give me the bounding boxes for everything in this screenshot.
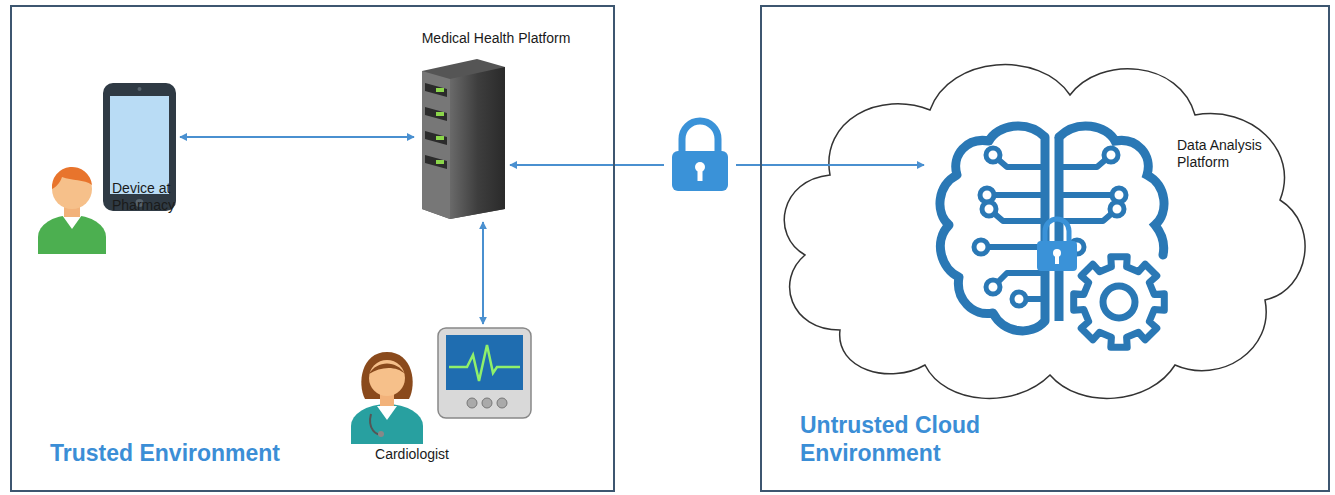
pharmacy-device-node: Device at Pharmacy	[32, 77, 212, 257]
node-label: Data Analysis Platform	[1177, 137, 1277, 171]
untrusted-region: Untrusted Cloud Environment Data Analysis…	[760, 5, 1330, 492]
connector-arrow	[482, 222, 484, 324]
lock-icon	[660, 115, 740, 195]
node-label: Device at Pharmacy	[112, 180, 202, 214]
doctor-icon	[347, 344, 427, 444]
pharmacist-icon	[32, 159, 112, 254]
region-title: Trusted Environment	[50, 440, 350, 468]
connector-arrow	[180, 136, 414, 138]
brain-icon	[927, 117, 1177, 357]
analysis-node: Data Analysis Platform	[902, 107, 1282, 367]
server-icon	[417, 59, 507, 219]
monitor-icon	[437, 327, 532, 419]
region-title: Untrusted Cloud Environment	[800, 412, 1060, 467]
node-label: Medical Health Platform	[376, 30, 616, 47]
cardiologist-node: Cardiologist	[342, 322, 542, 482]
trusted-region: Trusted Environment Medical Health Platfo…	[10, 5, 615, 492]
server-node: Medical Health Platform	[372, 24, 612, 224]
node-label: Cardiologist	[352, 446, 472, 463]
